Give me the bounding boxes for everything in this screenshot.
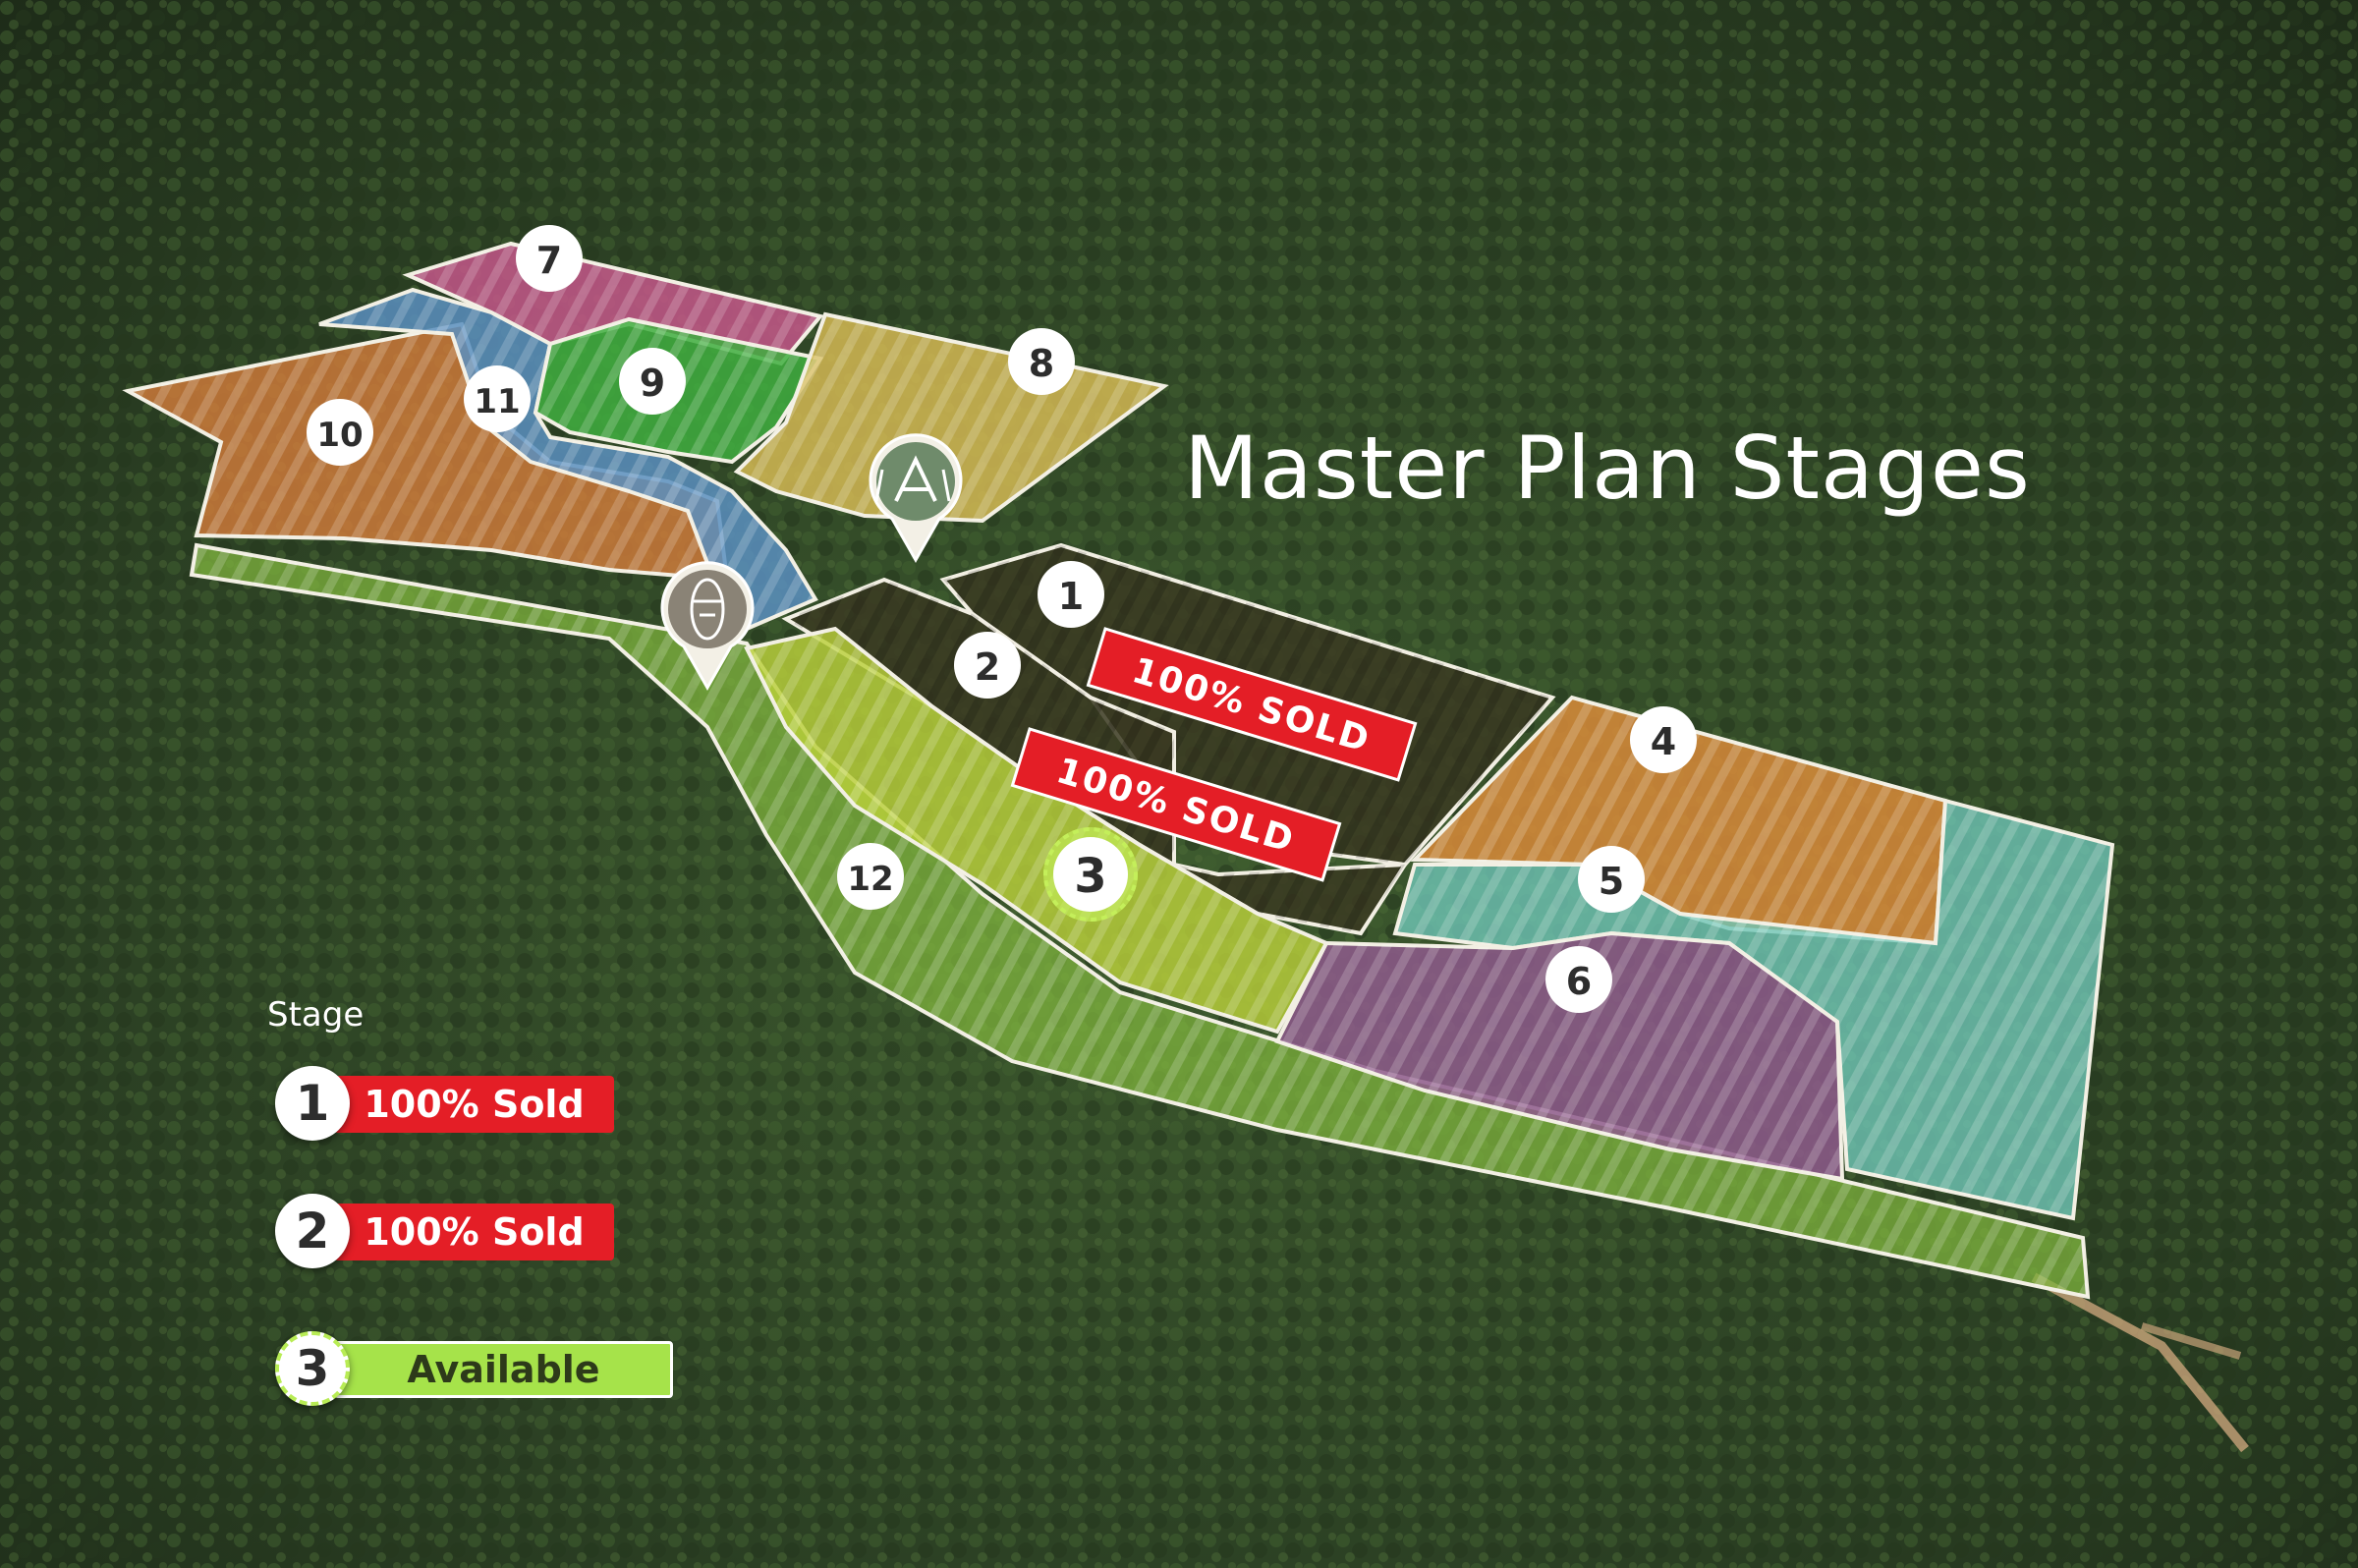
svg-text:5: 5 (1599, 860, 1624, 903)
svg-text:2: 2 (975, 645, 1000, 689)
stage-marker-11[interactable]: 11 (464, 365, 531, 432)
legend-status-badge: Available (334, 1341, 673, 1398)
amenity-pin-clubhouse[interactable] (869, 433, 963, 564)
stage-3-lots (747, 629, 1326, 1032)
svg-text:11: 11 (474, 382, 520, 421)
svg-text:8: 8 (1029, 342, 1054, 385)
stage-6-lots (1277, 933, 1842, 1179)
svg-text:3: 3 (1074, 849, 1106, 904)
stage-marker-8[interactable]: 8 (1008, 328, 1075, 395)
stage-11-lots (319, 290, 815, 629)
stage-marker-7[interactable]: 7 (516, 225, 583, 292)
access-road-branch (2140, 1322, 2242, 1360)
svg-text:10: 10 (316, 416, 363, 455)
stage-marker-5[interactable]: 5 (1578, 846, 1645, 913)
legend-item-stage-2: 100% Sold 2 (275, 1194, 639, 1268)
legend-stage-number: 2 (275, 1194, 350, 1268)
legend-stage-number: 1 (275, 1066, 350, 1141)
legend-title: Stage (267, 995, 365, 1035)
stage-7-lots (408, 244, 820, 364)
legend-item-stage-3: Available 3 (275, 1331, 688, 1406)
stage-4-lots (1415, 698, 1945, 943)
legend-item-stage-1: 100% Sold 1 (275, 1066, 639, 1141)
legend-stage-number: 3 (275, 1331, 350, 1406)
legend-status-badge: 100% Sold (334, 1076, 614, 1133)
svg-text:6: 6 (1566, 960, 1592, 1003)
page-title: Master Plan Stages (1184, 418, 2031, 519)
svg-text:7: 7 (536, 239, 562, 282)
legend-status-badge: 100% Sold (334, 1204, 614, 1260)
amenity-pin-wellness[interactable] (660, 561, 755, 692)
access-road (2031, 1272, 2249, 1453)
svg-text:4: 4 (1651, 720, 1676, 763)
stage-marker-10[interactable]: 10 (307, 399, 373, 466)
svg-text:12: 12 (847, 860, 893, 899)
stage-12-lots (192, 545, 2088, 1297)
stage-marker-3[interactable]: 3 (1043, 827, 1138, 922)
stage-10-lots (128, 324, 727, 580)
stage-marker-2[interactable]: 2 (954, 632, 1021, 699)
stage-marker-12[interactable]: 12 (837, 843, 904, 910)
svg-text:9: 9 (640, 362, 665, 405)
stage-marker-4[interactable]: 4 (1630, 706, 1697, 773)
stage-marker-1[interactable]: 1 (1038, 561, 1104, 628)
svg-text:1: 1 (1058, 575, 1084, 618)
stage-5-lots (1395, 801, 2112, 1218)
stage-marker-9[interactable]: 9 (619, 348, 686, 415)
stage-marker-6[interactable]: 6 (1545, 946, 1612, 1013)
